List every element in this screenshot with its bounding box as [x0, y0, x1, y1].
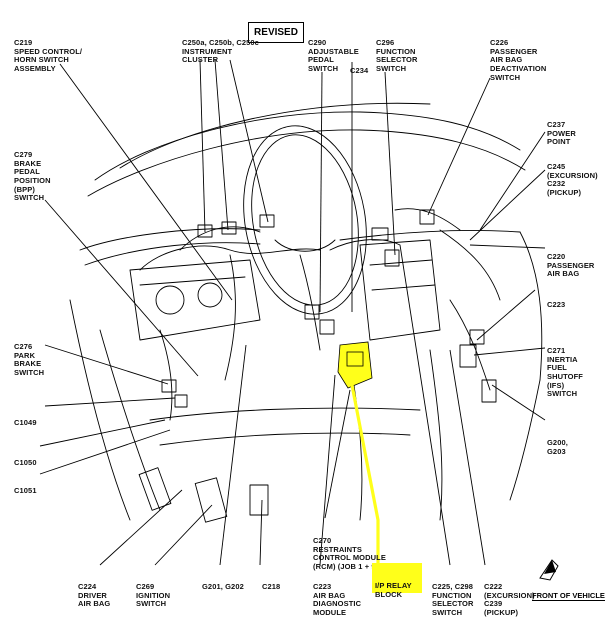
label-g201: G201, G202: [202, 582, 244, 592]
label-c1050: C1050: [14, 458, 37, 468]
front-of-vehicle-label: FRONT OF VEHICLE: [532, 591, 605, 601]
label-c222: C222(EXCURSION)C239(PICKUP): [484, 582, 535, 617]
label-c223-right: C223: [547, 300, 566, 310]
label-c1051: C1051: [14, 486, 37, 496]
label-c218: C218: [262, 582, 281, 592]
revised-stamp: REVISED: [248, 22, 304, 43]
label-c234: C234: [350, 66, 369, 76]
front-arrow-icon: [539, 559, 559, 581]
label-c1049: C1049: [14, 418, 37, 428]
label-c245: C245(EXCURSION)C232(PICKUP): [547, 162, 598, 197]
label-g200: G200,G203: [547, 438, 568, 456]
relay-block-highlight: [337, 341, 380, 565]
